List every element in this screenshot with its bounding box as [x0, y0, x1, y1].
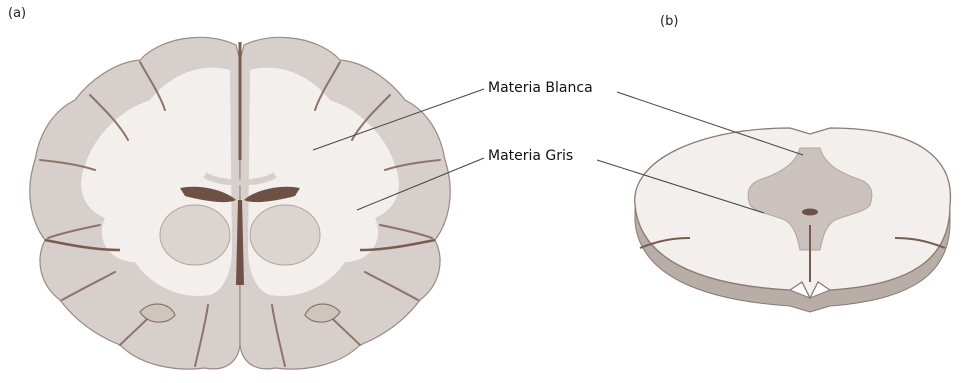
white-matter-label: Materia Blanca	[488, 80, 593, 96]
panel-label-a: (a)	[8, 6, 26, 21]
gray-matter-label: Materia Gris	[488, 148, 573, 164]
left-basal-ganglia	[160, 205, 230, 265]
brain-coronal-section	[30, 37, 450, 369]
panel-label-b: (b)	[660, 14, 678, 29]
central-canal	[802, 209, 818, 216]
right-basal-ganglia	[250, 205, 320, 265]
spinal-cord-section	[635, 128, 951, 312]
